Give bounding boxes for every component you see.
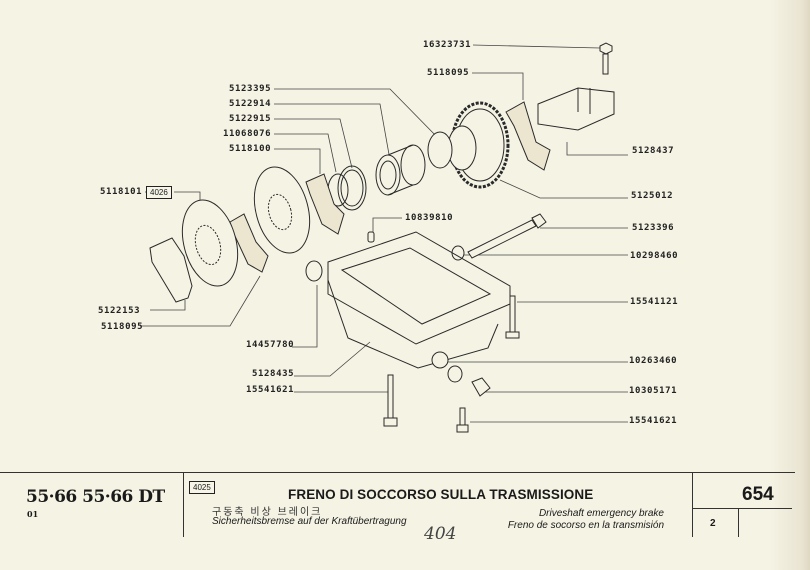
bolt-16323731 (599, 42, 613, 75)
title-english: Driveshaft emergency brake (538, 508, 664, 519)
part-label: 16323731 (423, 40, 472, 50)
part-label: 5118095 (101, 322, 144, 332)
plate-5122153 (149, 237, 193, 303)
page-edge-shadow (770, 0, 810, 570)
leader-5122915 (274, 118, 353, 169)
sub-page-number: 2 (710, 518, 716, 529)
leader-5122914 (274, 103, 391, 161)
page-number: 654 (742, 484, 774, 505)
disc-5118101-lower (181, 199, 239, 287)
title-italian: FRENO DI SOCCORSO SULLA TRASMISSIONE (288, 487, 594, 502)
washer-10298460 (451, 245, 465, 261)
leader-5118101 (174, 191, 201, 200)
part-label: 15541121 (630, 297, 679, 307)
part-label: 10839810 (405, 213, 454, 223)
part-label: 5123395 (229, 84, 272, 94)
leader-5118095-top (472, 72, 524, 100)
group-reference-box[interactable]: 4025 (189, 481, 215, 494)
disc-5118101-upper (253, 166, 311, 254)
part-label: 10305171 (629, 386, 678, 396)
leader-5128435 (294, 341, 371, 377)
pin-10839810 (367, 231, 375, 243)
title-korean: 구동축 비상 브레이크 (212, 507, 323, 518)
part-label: 14457780 (246, 340, 295, 350)
model-variant: 01 (27, 509, 39, 519)
leader-lines (140, 44, 628, 423)
part-label: 5125012 (631, 191, 674, 201)
bolt-15541621-right (456, 407, 469, 433)
part-label: 5122915 (229, 114, 272, 124)
part-label: 15541621 (246, 385, 295, 395)
bolt-5123396 (467, 213, 547, 259)
bearing-5122914 (375, 144, 426, 196)
leader-5128437 (566, 142, 628, 156)
part-label: 5118100 (229, 144, 272, 154)
footer-page-rule (692, 508, 792, 509)
part-label: 5123396 (632, 223, 675, 233)
leader-5118095-left (140, 275, 261, 327)
title-spanish: Freno de socorso en la transmisión (507, 520, 664, 531)
plug-10305171 (471, 377, 491, 397)
friction-pad-5118095 (229, 213, 269, 273)
part-label: 10263460 (629, 356, 678, 366)
housing-5128435 (327, 231, 511, 369)
leader-5123395 (274, 88, 441, 141)
handwritten-note: 404 (424, 524, 457, 544)
leader-5122153 (150, 300, 186, 311)
footer-page-divider (738, 508, 739, 537)
leader-5125012 (499, 179, 628, 199)
part-label: 10298460 (630, 251, 679, 261)
leader-11068076 (274, 133, 337, 173)
footer-top-rule (0, 472, 795, 473)
snap-ring-5122915 (337, 165, 367, 211)
model-name: 55·66 55·66 DT (26, 487, 165, 507)
part-label: 5118095 (427, 68, 470, 78)
footer-divider-left (183, 473, 184, 537)
part-label: 5128437 (632, 146, 675, 156)
reference-box[interactable]: 4026 (146, 186, 172, 199)
gear-5125012 (427, 101, 510, 189)
part-label: 5128435 (252, 369, 295, 379)
leader-14457780 (292, 285, 318, 348)
o-ring-14457780 (305, 260, 323, 282)
part-label: 15541621 (629, 416, 678, 426)
part-label: 5122914 (229, 99, 272, 109)
footer-divider-right (692, 473, 693, 537)
part-label: 5118101 (100, 187, 143, 197)
washer-10263460 (447, 365, 463, 383)
part-label: 5122153 (98, 306, 141, 316)
shoe-5128437 (537, 87, 615, 131)
leader-10839810 (372, 217, 402, 232)
title-german: Sicherheitsbremse auf der Kraftübertragu… (212, 516, 407, 527)
part-label: 11068076 (223, 129, 272, 139)
bolt-15541621-left (383, 374, 398, 427)
brake-pad-5118100 (305, 173, 345, 235)
plate-5118095-top (505, 101, 551, 171)
leader-16323731 (472, 44, 601, 49)
bolt-15541121 (505, 295, 520, 339)
leader-5118100 (274, 148, 321, 174)
